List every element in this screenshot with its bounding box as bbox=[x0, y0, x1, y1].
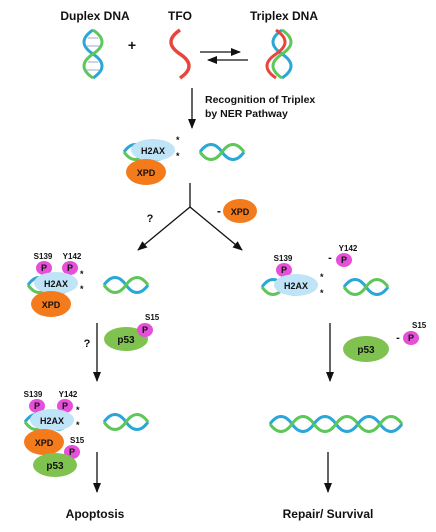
dna-repaired-3 bbox=[356, 415, 404, 433]
tfo-label: TFO bbox=[168, 9, 192, 23]
site-s15-bottom: S15 bbox=[70, 436, 85, 445]
site-y142-right: Y142 bbox=[339, 244, 358, 253]
xpd-label-bottom: XPD bbox=[35, 438, 54, 448]
h2ax-node-left bbox=[34, 272, 78, 294]
phospho-p-label: P bbox=[67, 263, 73, 273]
plus-sign: + bbox=[128, 37, 136, 53]
xpd-label-left: XPD bbox=[42, 300, 61, 310]
phospho-y142-bottom bbox=[57, 399, 73, 413]
dna-segment-right-2 bbox=[342, 278, 390, 296]
phospho-p-label: P bbox=[69, 447, 75, 457]
site-s139-left: S139 bbox=[34, 252, 53, 261]
asterisk-right-1: * bbox=[320, 272, 324, 282]
asterisk-center-1: * bbox=[176, 135, 180, 145]
p53-label-left: p53 bbox=[117, 335, 135, 346]
outcome-apoptosis: Apoptosis bbox=[66, 507, 125, 521]
question-mark-left-branch: ? bbox=[147, 213, 154, 225]
dna-segment-left-2 bbox=[102, 276, 150, 294]
h2ax-label-bottom: H2AX bbox=[40, 416, 64, 426]
p53-node-right bbox=[343, 336, 389, 362]
phospho-s139-bottom bbox=[29, 399, 45, 413]
p53-label-right: p53 bbox=[357, 345, 375, 356]
dna-repaired-2 bbox=[312, 415, 360, 433]
h2ax-label-left: H2AX bbox=[44, 279, 68, 289]
recognition-label-line2: by NER Pathway bbox=[205, 108, 288, 120]
xpd-node-left bbox=[31, 291, 71, 317]
h2ax-node-bottom bbox=[30, 409, 74, 431]
asterisk-left-1: * bbox=[80, 269, 84, 279]
site-y142-left: Y142 bbox=[63, 252, 82, 261]
equilibrium-arrows-icon bbox=[200, 48, 248, 64]
site-s15-right: S15 bbox=[412, 321, 427, 330]
phospho-p-label: P bbox=[41, 263, 47, 273]
recognition-label-line1: Recognition of Triplex bbox=[205, 94, 315, 106]
xpd-node-removed bbox=[223, 199, 257, 223]
outcome-repair-survival: Repair/ Survival bbox=[283, 507, 374, 521]
phospho-s139-left bbox=[36, 261, 52, 275]
phospho-y142-removed bbox=[336, 253, 352, 267]
phospho-s15-removed bbox=[403, 331, 419, 345]
h2ax-node-right bbox=[274, 274, 318, 296]
triplex-dna-helix-icon bbox=[265, 28, 293, 80]
xpd-node-center bbox=[126, 159, 166, 185]
phospho-p-label: P bbox=[62, 401, 68, 411]
duplex-dna-label: Duplex DNA bbox=[60, 9, 130, 23]
p53-label-bottom: p53 bbox=[46, 461, 64, 472]
site-y142-bottom: Y142 bbox=[59, 390, 78, 399]
dna-segment-center-right bbox=[198, 143, 246, 161]
dna-repaired-1 bbox=[268, 415, 316, 433]
p53-node-bottom bbox=[33, 453, 77, 477]
xpd-node-bottom bbox=[24, 429, 64, 455]
triplex-dna-label: Triplex DNA bbox=[250, 9, 318, 23]
question-mark-p53: ? bbox=[84, 338, 91, 350]
duplex-dna-helix-icon bbox=[82, 28, 104, 80]
phospho-y142-left bbox=[62, 261, 78, 275]
phospho-s15-left bbox=[137, 323, 153, 337]
asterisk-bottom-2: * bbox=[76, 420, 80, 430]
h2ax-label-right: H2AX bbox=[284, 281, 308, 291]
xpd-label-removed: XPD bbox=[231, 207, 250, 217]
site-s15-left: S15 bbox=[145, 313, 160, 322]
h2ax-node-center bbox=[131, 139, 175, 161]
h2ax-label-center: H2AX bbox=[141, 146, 165, 156]
phospho-p-label: P bbox=[408, 333, 414, 343]
phospho-p-label: P bbox=[34, 401, 40, 411]
site-s139-bottom: S139 bbox=[24, 390, 43, 399]
branch-arrows bbox=[137, 183, 243, 251]
minus-sign-y142: - bbox=[328, 252, 332, 264]
minus-sign-s15: - bbox=[396, 332, 400, 344]
p53-node-left bbox=[104, 327, 148, 351]
site-s139-right: S139 bbox=[274, 254, 293, 263]
asterisk-center-2: * bbox=[176, 151, 180, 161]
phospho-p-label: P bbox=[341, 255, 347, 265]
asterisk-right-2: * bbox=[320, 288, 324, 298]
dna-segment-bottom-left-2 bbox=[102, 413, 150, 431]
xpd-label-center: XPD bbox=[137, 168, 156, 178]
phospho-p-label: P bbox=[281, 265, 287, 275]
asterisk-left-2: * bbox=[80, 284, 84, 294]
asterisk-bottom-1: * bbox=[76, 405, 80, 415]
phospho-p-label: P bbox=[142, 325, 148, 335]
minus-sign-xpd: - bbox=[217, 204, 221, 218]
phospho-s139-right bbox=[276, 263, 292, 277]
tfo-strand-icon bbox=[169, 28, 191, 80]
